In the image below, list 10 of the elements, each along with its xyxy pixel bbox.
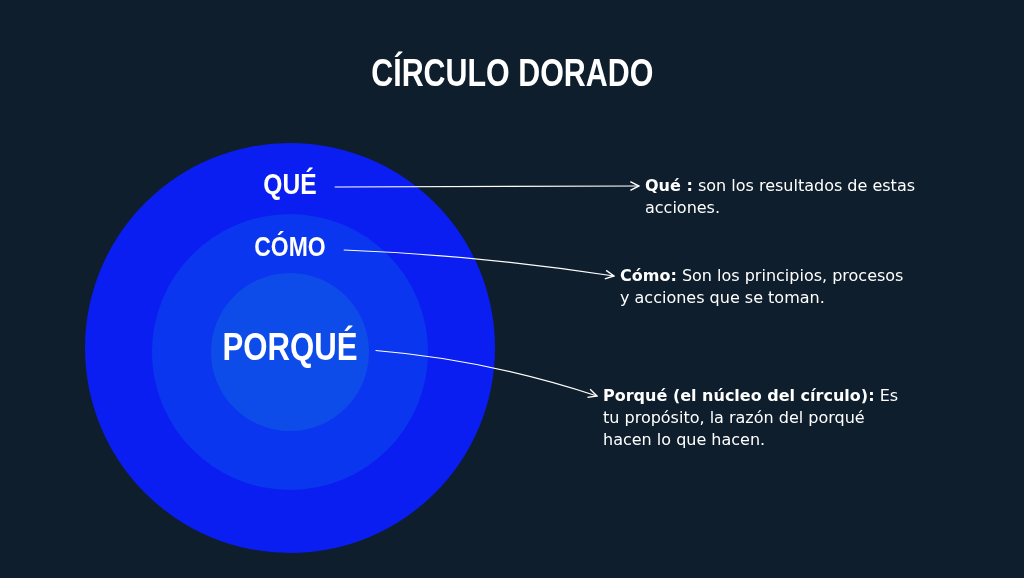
description-text: Cómo: Son los principios, procesos y acciones que se toman. <box>620 265 910 309</box>
description-text: Qué : son los resultados de estas acciones. <box>645 175 920 219</box>
circle-label: QUÉ <box>263 167 317 201</box>
leader-arrow <box>374 349 598 399</box>
circle-label: CÓMO <box>254 231 326 263</box>
description-text: Porqué (el núcleo del círculo): Es tu propósito, la razón del porqué hacen lo que hacen. <box>603 385 903 451</box>
circle-label: PORQUÉ <box>222 326 358 369</box>
leader-arrow <box>334 181 640 192</box>
leader-arrow <box>343 249 615 280</box>
title: CÍRCULO DORADO <box>370 52 653 95</box>
